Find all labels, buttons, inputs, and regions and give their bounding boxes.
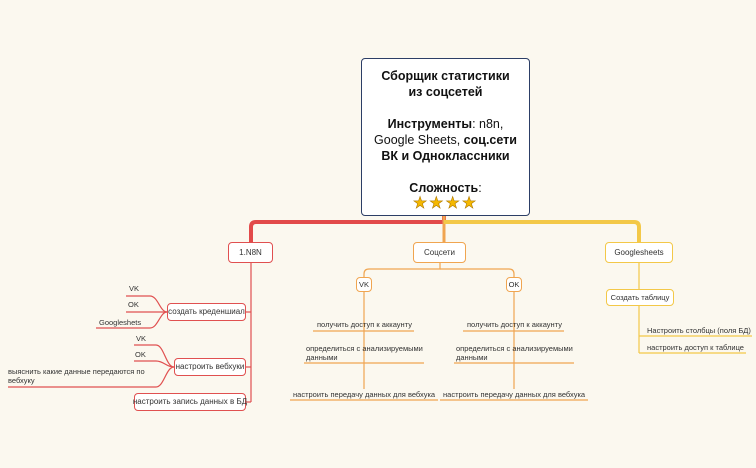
root-tools-line1: Инструменты: n8n,: [362, 116, 529, 132]
root-tools-text2: Google Sheets,: [374, 133, 461, 147]
leaf-ok-define-data[interactable]: определиться с анализируемыми данными: [456, 344, 573, 362]
leaf-cred-googlesheets[interactable]: Googleshets: [99, 318, 142, 327]
node-social-vk[interactable]: VK: [356, 277, 372, 292]
node-setup-webhooks[interactable]: настроить вебхуки: [174, 358, 246, 376]
leaf-ok-webhook-transfer[interactable]: настроить передачу данных для вебхука: [443, 390, 586, 399]
root-node[interactable]: Сборщик статистики из соцсетей Инструмен…: [361, 58, 530, 216]
root-title-line1: Сборщик статистики: [381, 69, 510, 83]
connector-wh-detail: [8, 366, 175, 388]
root-tools-line2: Google Sheets, соц.сети: [362, 132, 529, 148]
root-tools-label: Инструменты: [387, 117, 473, 131]
node-db-write[interactable]: настроить запись данных в БД: [133, 393, 247, 411]
root-difficulty-label: Сложность: [409, 181, 479, 195]
root-difficulty-colon: :: [478, 181, 482, 195]
node-create-table[interactable]: Создать таблицу: [606, 289, 674, 306]
leaf-ok-access[interactable]: получить доступ к аккаунту: [467, 320, 562, 329]
root-tools-bold: соц.сети: [463, 133, 517, 147]
connector-wh-ok: [134, 360, 175, 368]
leaf-sheets-columns[interactable]: Настроить столбцы (поля БД): [647, 326, 751, 335]
root-title-line2: из соцсетей: [408, 85, 483, 99]
branch-sheets[interactable]: Googlesheets: [605, 242, 673, 263]
connector-cred-gs: [96, 311, 168, 329]
leaf-sheets-access[interactable]: настроить доступ к таблице: [647, 343, 744, 352]
connector-social-ok: [440, 268, 515, 277]
leaf-vk-define-data[interactable]: определиться с анализируемыми данными: [306, 344, 423, 362]
leaf-vk-webhook-transfer[interactable]: настроить передачу данных для вебхука: [293, 390, 436, 399]
root-difficulty-line: Сложность:: [362, 180, 529, 196]
root-tools-line3: ВК и Одноклассники: [381, 149, 510, 163]
node-social-ok[interactable]: OK: [506, 277, 522, 292]
root-tools-text1: : n8n,: [472, 117, 504, 131]
leaf-wh-ok[interactable]: OK: [135, 350, 146, 359]
connector-social-split: [363, 263, 441, 277]
node-create-credentials[interactable]: создать креденшиал: [167, 303, 246, 321]
leaf-cred-ok[interactable]: OK: [128, 300, 139, 309]
connector-root-sheets: [444, 220, 641, 242]
leaf-vk-access[interactable]: получить доступ к аккаунту: [317, 320, 412, 329]
leaf-wh-vk[interactable]: VK: [136, 334, 147, 343]
connector-root-n8n: [249, 216, 446, 242]
branch-social[interactable]: Соцсети: [413, 242, 466, 263]
difficulty-stars-icon: ★★★★: [412, 195, 479, 212]
leaf-cred-vk[interactable]: VK: [129, 284, 140, 293]
leaf-wh-detail[interactable]: выяснить какие данные передаются по вебх…: [8, 367, 145, 385]
branch-n8n[interactable]: 1.N8N: [228, 242, 273, 263]
